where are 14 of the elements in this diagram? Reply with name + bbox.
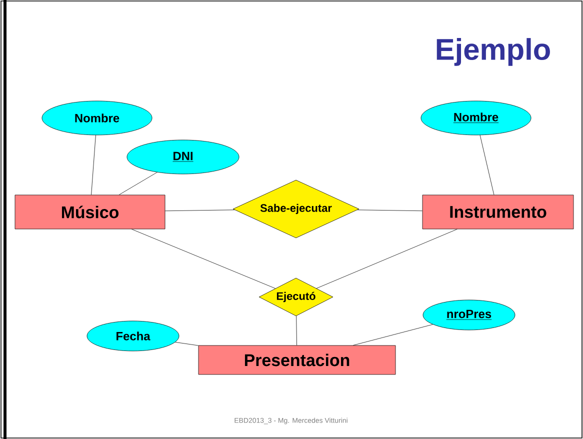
connector-line <box>165 210 235 212</box>
entity-box: Músico <box>14 194 166 230</box>
connector-line <box>118 172 158 195</box>
connector-line <box>91 134 96 195</box>
connector-line <box>352 324 434 346</box>
connector-line <box>175 342 198 346</box>
connector-line <box>480 134 494 195</box>
connector-line <box>131 228 276 289</box>
connector-line <box>357 210 422 212</box>
entity-box: Presentacion <box>198 345 396 375</box>
connector-line <box>296 316 297 346</box>
connector-line <box>316 228 458 289</box>
entity-box: Instrumento <box>422 194 574 230</box>
slide-title: Ejemplo <box>436 38 550 66</box>
